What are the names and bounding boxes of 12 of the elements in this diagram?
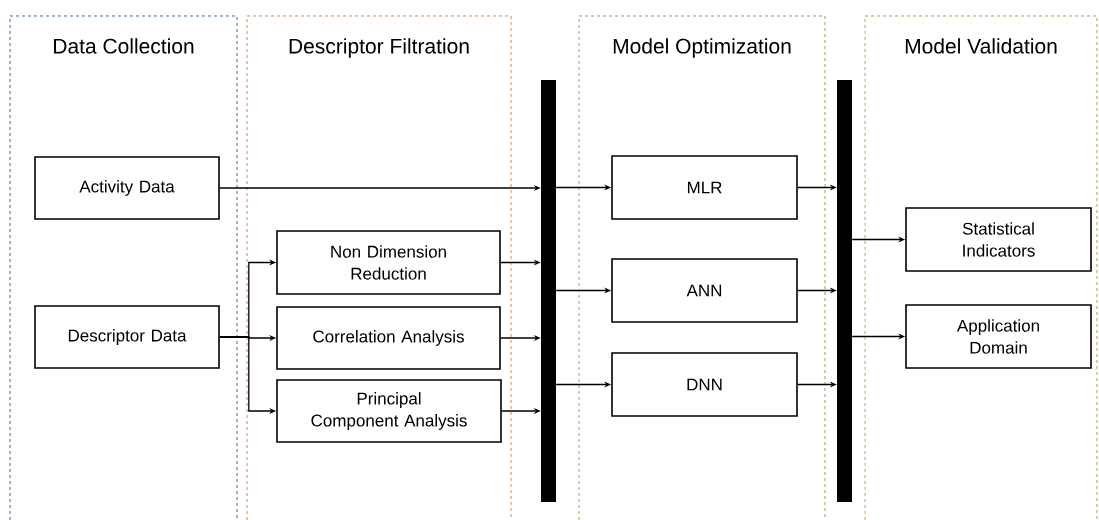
- process-box: ANN: [611, 258, 798, 323]
- process-box: Correlation Analysis: [276, 306, 501, 370]
- process-box: Application Domain: [905, 304, 1092, 369]
- process-box: Non Dimension Reduction: [276, 230, 501, 295]
- process-box: Principal Component Analysis: [276, 379, 502, 443]
- junction-bar: [541, 80, 556, 502]
- process-box: Statistical Indicators: [905, 207, 1092, 272]
- process-box: DNN: [611, 352, 798, 417]
- process-box: Descriptor Data: [34, 305, 220, 369]
- junction-bar: [837, 80, 852, 502]
- process-box: Activity Data: [34, 156, 220, 220]
- process-box: MLR: [611, 155, 798, 220]
